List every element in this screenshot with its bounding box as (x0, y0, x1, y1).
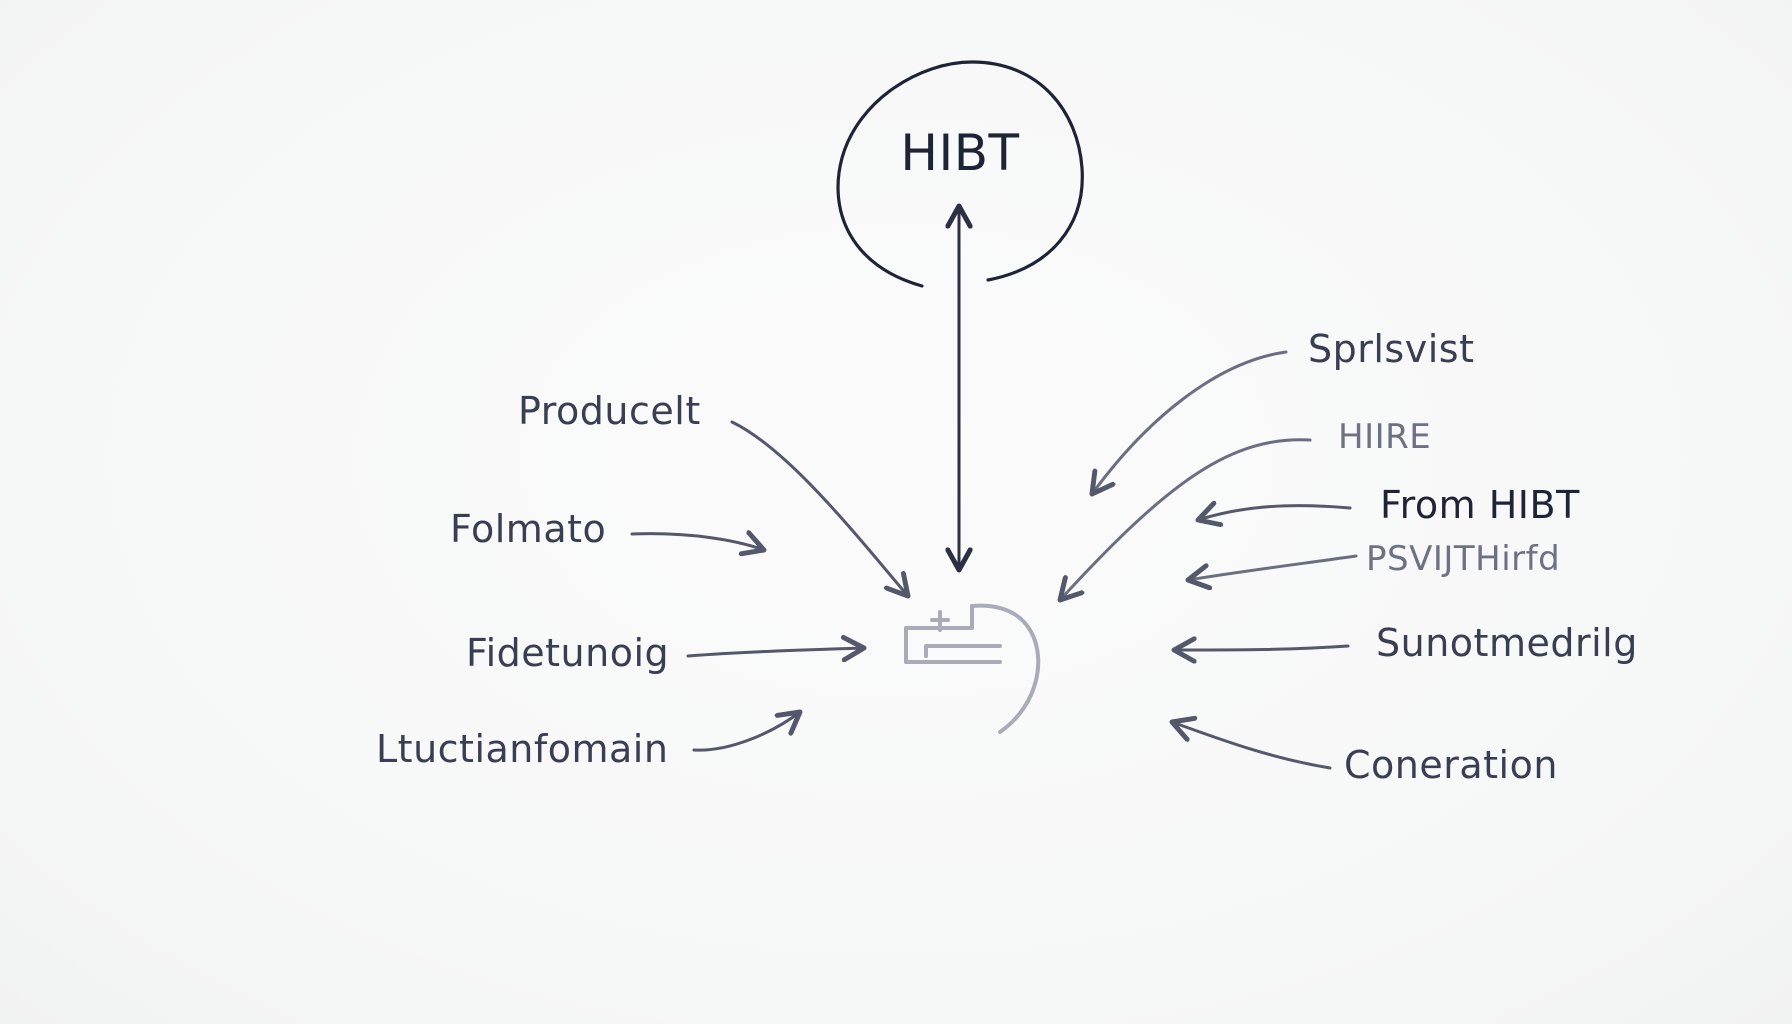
arrow-right-1 (1092, 350, 1288, 494)
arrow-right-2 (1060, 438, 1312, 600)
right-label-6: Coneration (1344, 743, 1558, 787)
arrow-left-1 (730, 420, 908, 596)
arrow-left-2 (630, 534, 764, 550)
arrow-right-5 (1174, 646, 1350, 650)
arrow-right-3 (1198, 506, 1352, 520)
left-label-4: Ltuctianfomain (376, 727, 668, 771)
arrow-right-6 (1172, 722, 1332, 770)
right-label-5: Sunotmedrilg (1376, 621, 1638, 665)
arrow-right-4 (1188, 554, 1358, 580)
arrow-left-4 (692, 712, 800, 752)
right-label-2: HIIRE (1338, 417, 1431, 457)
left-label-3: Fidetunoig (466, 631, 669, 675)
hub-label: HIBT (900, 124, 1019, 182)
left-label-2: Folmato (450, 507, 606, 551)
right-label-3: From HIBT (1380, 483, 1580, 527)
left-label-1: Producelt (518, 389, 701, 433)
hub-circle (836, 60, 1084, 288)
right-label-4: PSVIJTHirfd (1366, 539, 1560, 579)
arrow-left-3 (686, 648, 864, 656)
right-label-1: Sprlsvist (1308, 327, 1474, 371)
center-symbol (904, 603, 1041, 734)
